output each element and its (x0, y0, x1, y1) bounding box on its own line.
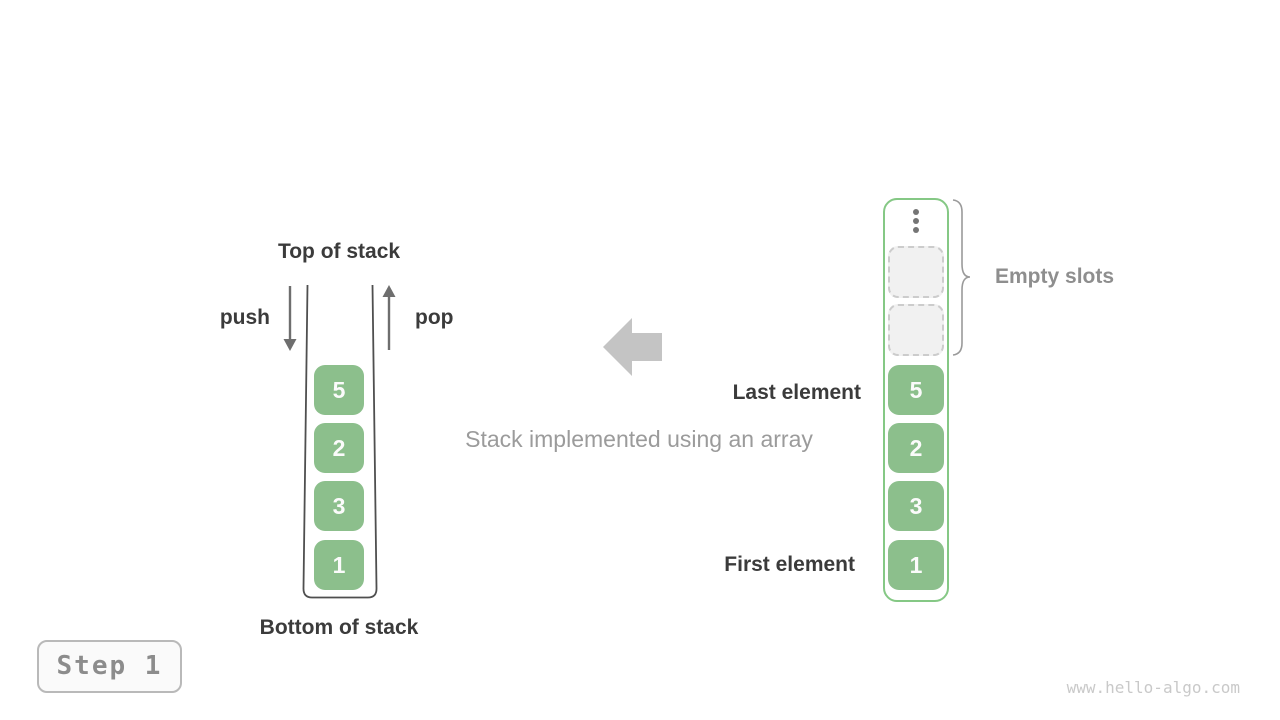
first-element-label: First element (724, 553, 855, 576)
array-item: 2 (888, 423, 944, 473)
ellipsis-icon (883, 209, 949, 233)
watermark-url: www.hello-algo.com (1066, 678, 1240, 697)
arrow-left-icon (603, 318, 662, 376)
brace-icon (952, 199, 971, 356)
push-arrow-icon (283, 286, 297, 351)
stack-item: 1 (314, 540, 364, 590)
array-item: 3 (888, 481, 944, 531)
stack-item: 5 (314, 365, 364, 415)
last-element-label: Last element (732, 381, 861, 404)
empty-slot (888, 246, 944, 298)
array-item: 5 (888, 365, 944, 415)
stack-item: 2 (314, 423, 364, 473)
dot (913, 209, 919, 215)
empty-slot (888, 304, 944, 356)
pop-arrow-icon (382, 285, 396, 350)
pop-label: pop (415, 306, 454, 329)
bottom-of-stack-label: Bottom of stack (259, 616, 419, 639)
array-item: 1 (888, 540, 944, 590)
dot (913, 227, 919, 233)
dot (913, 218, 919, 224)
stack-item: 3 (314, 481, 364, 531)
figure-caption: Stack implemented using an array (465, 426, 813, 452)
top-of-stack-label: Top of stack (277, 240, 401, 263)
empty-slots-label: Empty slots (995, 265, 1115, 288)
step-badge: Step 1 (37, 640, 182, 693)
push-label: push (219, 306, 270, 329)
